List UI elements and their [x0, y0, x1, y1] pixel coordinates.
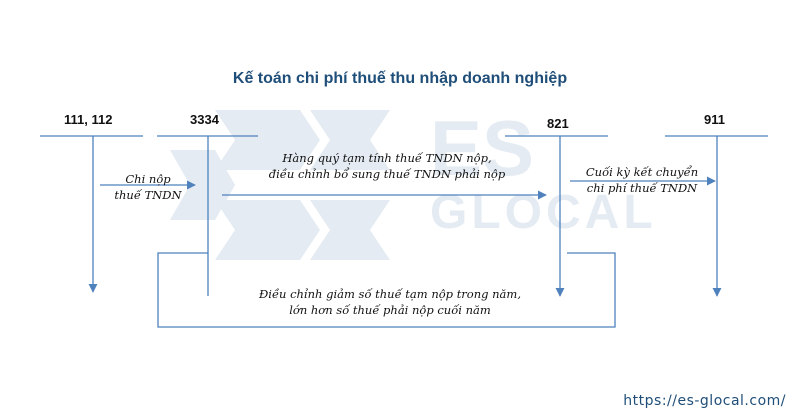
watermark-shape-1 — [215, 110, 320, 170]
note-transfer-line1: Cuối kỳ kết chuyển — [585, 165, 699, 179]
watermark-shape-2 — [215, 200, 320, 260]
note-reduce-tax-line1: Điều chỉnh giảm số thuế tạm nộp trong nă… — [259, 287, 521, 301]
account-label-111-112: 111, 112 — [64, 112, 113, 127]
note-accrue-tax-line1: Hàng quý tạm tính thuế TNDN nộp, — [282, 151, 492, 165]
account-label-821: 821 — [547, 116, 569, 131]
note-reduce-tax-line2: lớn hơn số thuế phải nộp cuối năm — [289, 303, 491, 317]
loop-reduction — [157, 252, 616, 328]
note-pay-tax-line2: thuế TNDN — [114, 188, 182, 202]
note-accrue-tax: Hàng quý tạm tính thuế TNDN nộp, điều ch… — [232, 150, 542, 182]
watermark-text-es: ES — [430, 104, 534, 192]
note-pay-tax: Chi nộp thuế TNDN — [100, 171, 196, 203]
account-label-911: 911 — [704, 112, 725, 127]
note-pay-tax-line1: Chi nộp — [125, 172, 171, 186]
diagram-title: Kế toán chi phí thuế thu nhập doanh nghi… — [232, 70, 568, 87]
account-label-3334: 3334 — [190, 112, 219, 127]
note-transfer: Cuối kỳ kết chuyển chi phí thuế TNDN — [572, 164, 712, 196]
watermark-shape-5 — [170, 150, 235, 220]
note-transfer-line2: chi phí thuế TNDN — [586, 181, 698, 195]
note-accrue-tax-line2: điều chỉnh bổ sung thuế TNDN phải nộp — [268, 167, 506, 181]
footer-url-link[interactable]: https://es-glocal.com/ — [623, 393, 786, 409]
note-reduce-tax: Điều chỉnh giảm số thuế tạm nộp trong nă… — [220, 286, 560, 318]
watermark-shape-3 — [310, 110, 390, 170]
watermark-shape-4 — [310, 200, 390, 260]
